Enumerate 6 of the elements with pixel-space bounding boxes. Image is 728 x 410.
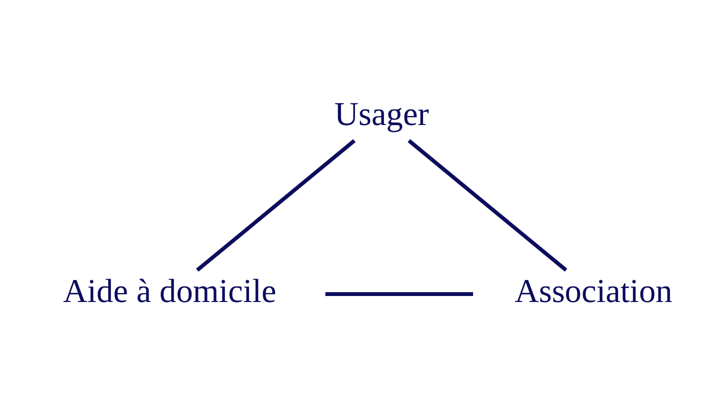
connector: [325, 292, 474, 296]
connector: [408, 138, 568, 272]
connector: [196, 138, 356, 272]
node-text: Association: [514, 272, 672, 310]
node-text: Aide à domicile: [63, 272, 276, 310]
node-text: Usager: [334, 95, 429, 132]
